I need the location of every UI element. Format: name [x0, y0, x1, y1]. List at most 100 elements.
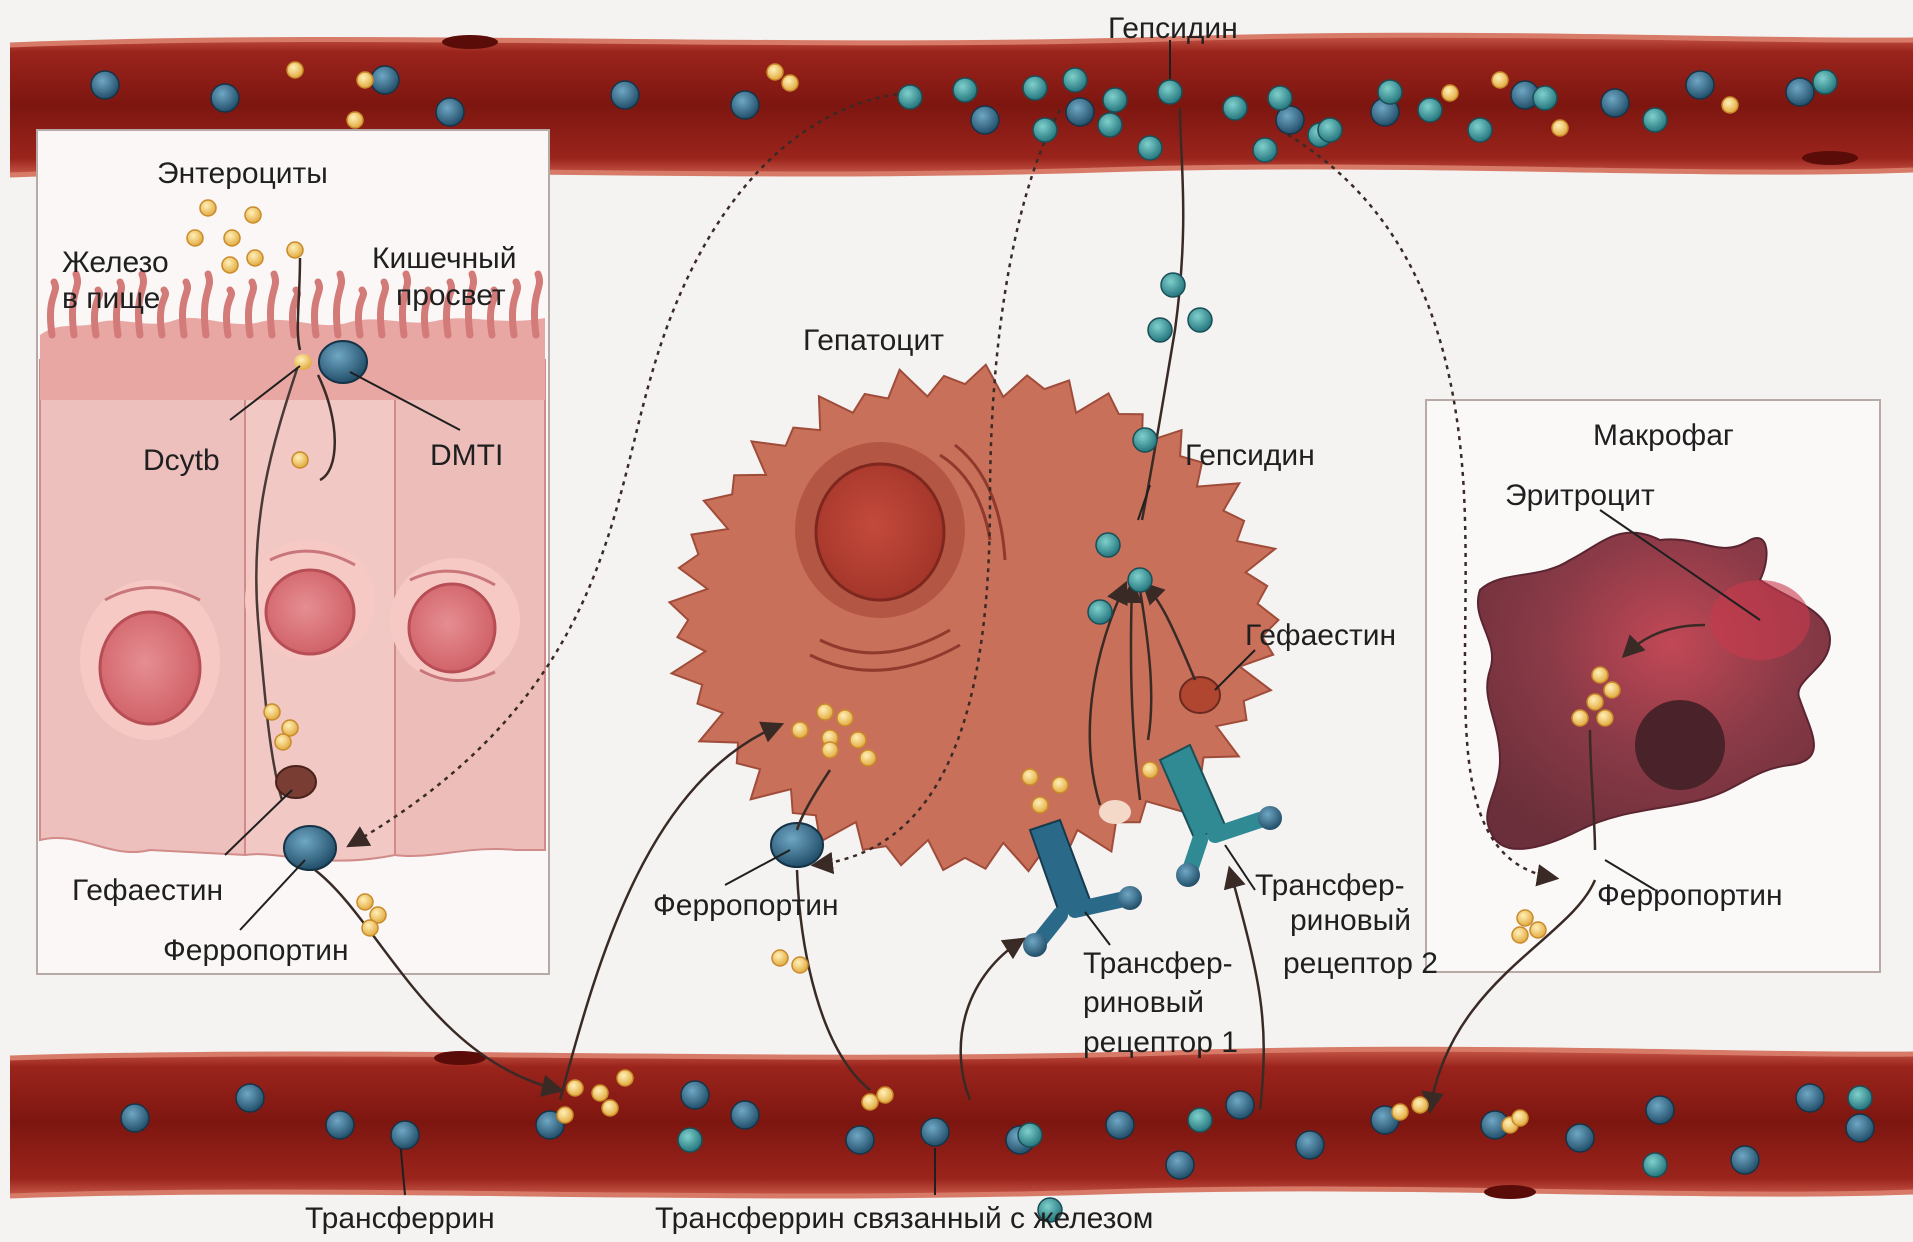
- iron-particle: [1032, 797, 1048, 813]
- label-dietary-iron-line1: Железо: [62, 246, 169, 279]
- label-tfr2-line2: риновый: [1290, 904, 1411, 937]
- transferrin-particle: [1786, 78, 1814, 106]
- transferrin-particle: [1166, 1151, 1194, 1179]
- macrophage-nucleus: [1635, 700, 1725, 790]
- iron-particle: [602, 1100, 618, 1116]
- hepcidin-particle: [1813, 70, 1837, 94]
- transferrin-particle: [1686, 71, 1714, 99]
- hepcidin-particle: [1188, 1108, 1212, 1132]
- label-tfr1-line2: риновый: [1083, 986, 1204, 1019]
- label-hepcidin-top: Гепсидин: [1108, 12, 1238, 45]
- transferrin-particle: [1601, 89, 1629, 117]
- iron-particle: [1442, 85, 1458, 101]
- label-intestinal-lumen-line2: просвет: [396, 279, 506, 312]
- transferrin-receptor-1: [1023, 820, 1142, 957]
- label-tfr2-line1: Трансфер-: [1255, 869, 1405, 902]
- hepcidin-particle: [1138, 136, 1162, 160]
- iron-particle: [792, 957, 808, 973]
- transferrin-particle: [611, 81, 639, 109]
- iron-particle: [187, 230, 203, 246]
- iron-particle: [1587, 694, 1603, 710]
- label-hepcidin-mid: Гепсидин: [1185, 439, 1315, 472]
- transferrin-particle: [1226, 1091, 1254, 1119]
- iron-particle: [837, 710, 853, 726]
- transferrin-particle: [436, 98, 464, 126]
- iron-particle: [1592, 667, 1608, 683]
- hephaestin-left: [276, 766, 316, 798]
- iron-particle: [1572, 710, 1588, 726]
- label-tfr2-line3: рецептор 2: [1283, 947, 1438, 980]
- transferrin-particle: [391, 1121, 419, 1149]
- hepcidin-particle: [898, 85, 922, 109]
- hepcidin-particle: [1533, 86, 1557, 110]
- label-hephaestin-left: Гефаестин: [72, 874, 223, 907]
- hepcidin-particle: [1088, 600, 1112, 624]
- iron-particle: [1412, 1097, 1428, 1113]
- label-hepatocyte: Гепатоцит: [803, 324, 944, 357]
- iron-particle: [222, 257, 238, 273]
- iron-particle: [357, 894, 373, 910]
- iron-particle: [792, 722, 808, 738]
- iron-particle: [1552, 120, 1568, 136]
- transferrin-particle: [1296, 1131, 1324, 1159]
- hepcidin-particle: [1253, 138, 1277, 162]
- iron-particle: [767, 64, 783, 80]
- iron-particle: [1512, 1110, 1528, 1126]
- transferrin-particle: [921, 1118, 949, 1146]
- hepcidin-particle: [1018, 1123, 1042, 1147]
- hepcidin-particle: [1848, 1086, 1872, 1110]
- transferrin-particle: [326, 1111, 354, 1139]
- transferrin-particle: [731, 1101, 759, 1129]
- iron-particle: [200, 200, 216, 216]
- iron-particle: [617, 1070, 633, 1086]
- transferrin-particle: [846, 1126, 874, 1154]
- transferrin-particle: [1796, 1084, 1824, 1112]
- iron-particle: [567, 1080, 583, 1096]
- label-hephaestin-mid: Гефаестин: [1245, 619, 1396, 652]
- iron-particle: [1052, 777, 1068, 793]
- iron-particle: [1392, 1104, 1408, 1120]
- hepcidin-particle: [1643, 108, 1667, 132]
- label-tfr1-line3: рецептор 1: [1083, 1026, 1238, 1059]
- label-dcytb: Dcytb: [143, 444, 220, 477]
- iron-particle: [1142, 762, 1158, 778]
- label-macrophage: Макрофаг: [1593, 419, 1734, 452]
- hepcidin-particle: [678, 1128, 702, 1152]
- label-dmt1: DMTI: [430, 439, 503, 472]
- transferrin-particle: [236, 1084, 264, 1112]
- hepcidin-particle: [1223, 96, 1247, 120]
- transferrin-particle: [211, 84, 239, 112]
- hepcidin-particle: [1023, 76, 1047, 100]
- transferrin-receptor-2: [1160, 745, 1282, 887]
- iron-particle: [592, 1085, 608, 1101]
- iron-particle: [1604, 682, 1620, 698]
- iron-particle: [877, 1087, 893, 1103]
- iron-particle: [862, 1094, 878, 1110]
- hepcidin-particle: [1096, 533, 1120, 557]
- label-intestinal-lumen-line1: Кишечный: [372, 242, 517, 275]
- iron-particle: [1722, 97, 1738, 113]
- transferrin-particle: [681, 1081, 709, 1109]
- label-ferroportin-mid: Ферропортин: [653, 889, 839, 922]
- transferrin-particle: [1846, 1114, 1874, 1142]
- iron-particle: [772, 950, 788, 966]
- iron-particle: [245, 207, 261, 223]
- transferrin-particle: [1646, 1096, 1674, 1124]
- iron-particle: [292, 452, 308, 468]
- iron-particle: [362, 920, 378, 936]
- hepcidin-particle: [1148, 318, 1172, 342]
- label-erythrocyte: Эритроцит: [1505, 479, 1655, 512]
- hepcidin-particle: [1418, 98, 1442, 122]
- hepcidin-particle: [1103, 88, 1127, 112]
- hepcidin-particle: [1128, 568, 1152, 592]
- iron-particle: [347, 112, 363, 128]
- transferrin-particle: [1066, 98, 1094, 126]
- iron-particle: [1597, 710, 1613, 726]
- hepcidin-particle: [1133, 428, 1157, 452]
- label-ferroportin-right: Ферропортин: [1597, 879, 1783, 912]
- iron-particle: [275, 734, 291, 750]
- label-ferroportin-left: Ферропортин: [163, 934, 349, 967]
- hepcidin-particle: [1063, 68, 1087, 92]
- hephaestin-mid: [1180, 677, 1220, 713]
- hepcidin-particle: [1161, 273, 1185, 297]
